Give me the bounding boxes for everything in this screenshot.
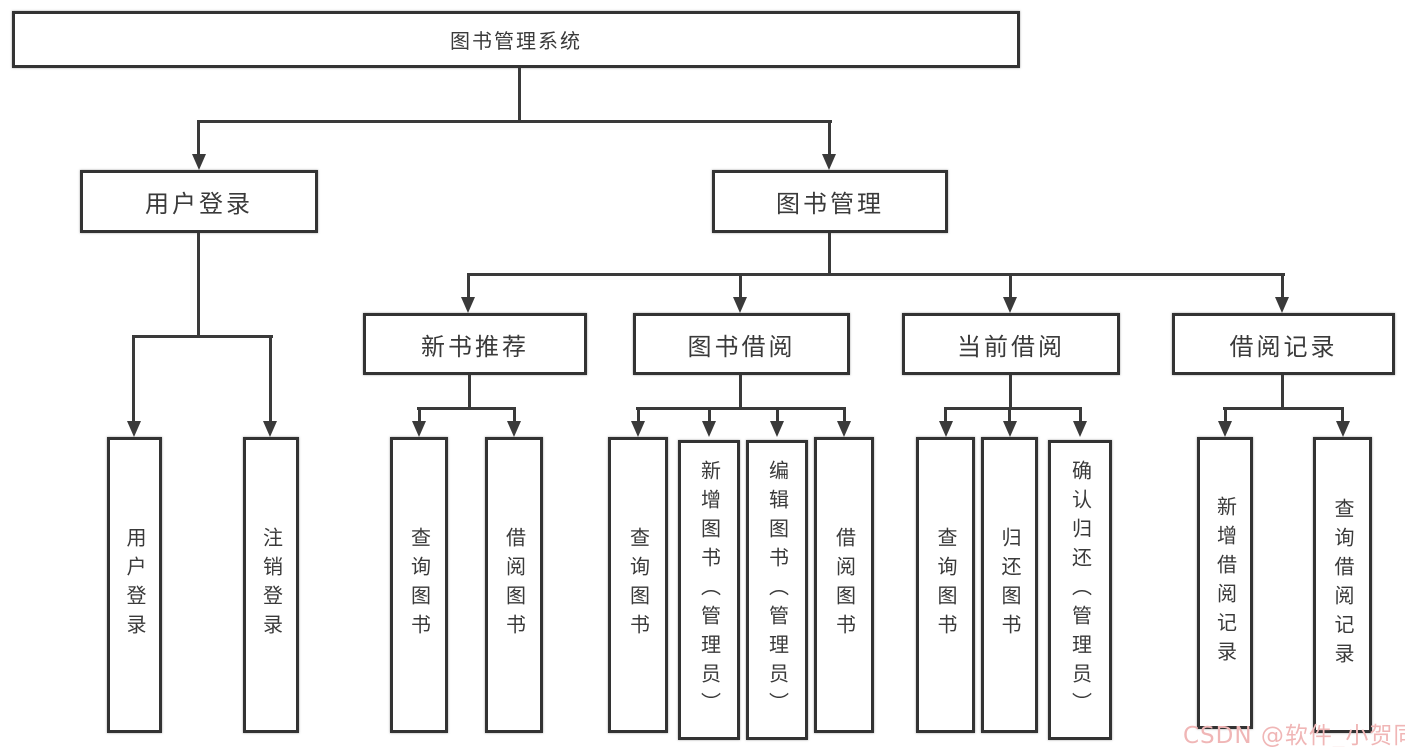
arrow-down-icon <box>822 154 836 170</box>
arrow-down-icon <box>461 297 475 313</box>
node-root: 图书管理系统 <box>12 11 1020 68</box>
node-book-mgmt: 图书管理 <box>712 170 948 233</box>
node-leaf-bb-borrow-label: 借阅图书 <box>832 527 857 643</box>
node-leaf-bb-add-label: 新增图书（管理员） <box>697 459 722 721</box>
connector-line <box>197 233 200 335</box>
node-leaf-cb-confirm-label: 确认归还（管理员） <box>1068 459 1093 721</box>
node-leaf-bb-borrow: 借阅图书 <box>814 437 874 733</box>
node-current-borrow-label: 当前借阅 <box>957 332 1065 361</box>
node-leaf-nbr-query-label: 查询图书 <box>407 527 432 643</box>
node-new-book-rec: 新书推荐 <box>363 313 587 375</box>
connector-line <box>1009 273 1012 297</box>
connector-line <box>513 407 516 421</box>
node-book-mgmt-label: 图书管理 <box>776 190 884 218</box>
connector-line <box>637 407 640 421</box>
node-leaf-logout: 注销登录 <box>243 437 299 733</box>
arrow-down-icon <box>837 421 851 437</box>
arrow-down-icon <box>1003 421 1017 437</box>
node-leaf-nbr-borrow-label: 借阅图书 <box>502 527 527 643</box>
arrow-down-icon <box>702 421 716 437</box>
arrow-down-icon <box>412 421 426 437</box>
arrow-down-icon <box>770 421 784 437</box>
arrow-down-icon <box>1218 421 1232 437</box>
connector-line <box>708 407 711 421</box>
node-leaf-user-login-label: 用户登录 <box>123 527 147 643</box>
connector-line <box>776 407 779 421</box>
connector-line <box>944 407 947 421</box>
arrow-down-icon <box>1073 421 1087 437</box>
arrow-down-icon <box>939 421 953 437</box>
connector-line <box>417 407 516 410</box>
node-leaf-br-query: 查询借阅记录 <box>1313 437 1372 733</box>
connector-line <box>1281 375 1284 407</box>
connector-line <box>828 233 831 273</box>
node-book-borrow-label: 图书借阅 <box>687 332 796 361</box>
node-user-login: 用户登录 <box>80 170 318 233</box>
node-book-borrow: 图书借阅 <box>633 313 850 375</box>
node-current-borrow: 当前借阅 <box>902 313 1120 375</box>
connector-line <box>636 407 846 410</box>
connector-line <box>1341 407 1344 421</box>
connector-line <box>467 273 1285 276</box>
arrow-down-icon <box>1003 297 1017 313</box>
node-leaf-bb-query-label: 查询图书 <box>626 527 651 643</box>
node-leaf-nbr-query: 查询图书 <box>390 437 448 733</box>
connector-line <box>1009 375 1012 407</box>
node-leaf-br-add-label: 新增借阅记录 <box>1213 496 1238 670</box>
csdn-watermark: CSDN @软件_小贺同学 <box>1183 723 1405 747</box>
arrow-down-icon <box>263 421 277 437</box>
connector-line <box>739 375 742 407</box>
node-borrow-record-label: 借阅记录 <box>1229 332 1338 361</box>
arrow-down-icon <box>507 421 521 437</box>
connector-line <box>269 335 272 421</box>
connector-line <box>1223 407 1344 410</box>
arrow-down-icon <box>1336 421 1350 437</box>
connector-line <box>944 407 1082 410</box>
node-leaf-cb-confirm: 确认归还（管理员） <box>1048 440 1112 740</box>
node-leaf-bb-add: 新增图书（管理员） <box>678 440 740 740</box>
node-leaf-br-add: 新增借阅记录 <box>1197 437 1253 729</box>
node-leaf-bb-query: 查询图书 <box>608 437 668 733</box>
node-leaf-bb-edit-label: 编辑图书（管理员） <box>765 459 790 721</box>
connector-line <box>518 68 521 120</box>
node-leaf-cb-query-label: 查询图书 <box>934 527 958 643</box>
node-user-login-label: 用户登录 <box>145 190 253 218</box>
arrow-down-icon <box>127 421 141 437</box>
connector-line <box>1224 407 1227 421</box>
node-leaf-logout-label: 注销登录 <box>259 527 284 643</box>
connector-line <box>132 335 135 421</box>
connector-line <box>467 273 470 297</box>
arrow-down-icon <box>192 154 206 170</box>
connector-line <box>418 407 421 421</box>
connector-line <box>1008 407 1011 421</box>
node-borrow-record: 借阅记录 <box>1172 313 1395 375</box>
node-root-label: 图书管理系统 <box>450 29 582 53</box>
arrow-down-icon <box>631 421 645 437</box>
connector-line <box>1281 273 1284 297</box>
node-leaf-bb-edit: 编辑图书（管理员） <box>746 440 808 740</box>
connector-line <box>468 375 471 407</box>
node-leaf-nbr-borrow: 借阅图书 <box>485 437 543 733</box>
connector-line <box>828 120 831 154</box>
node-leaf-br-query-label: 查询借阅记录 <box>1331 498 1355 672</box>
node-new-book-rec-label: 新书推荐 <box>421 332 529 361</box>
connector-line <box>133 335 273 338</box>
connector-line <box>198 120 832 123</box>
arrow-down-icon <box>733 297 747 313</box>
connector-line <box>197 120 200 154</box>
node-leaf-cb-return: 归还图书 <box>981 437 1038 733</box>
arrow-down-icon <box>1275 297 1289 313</box>
node-leaf-cb-return-label: 归还图书 <box>998 527 1022 643</box>
connector-line <box>1079 407 1082 421</box>
connector-line <box>843 407 846 421</box>
node-leaf-user-login: 用户登录 <box>107 437 162 733</box>
connector-line <box>739 273 742 297</box>
node-leaf-cb-query: 查询图书 <box>916 437 975 733</box>
